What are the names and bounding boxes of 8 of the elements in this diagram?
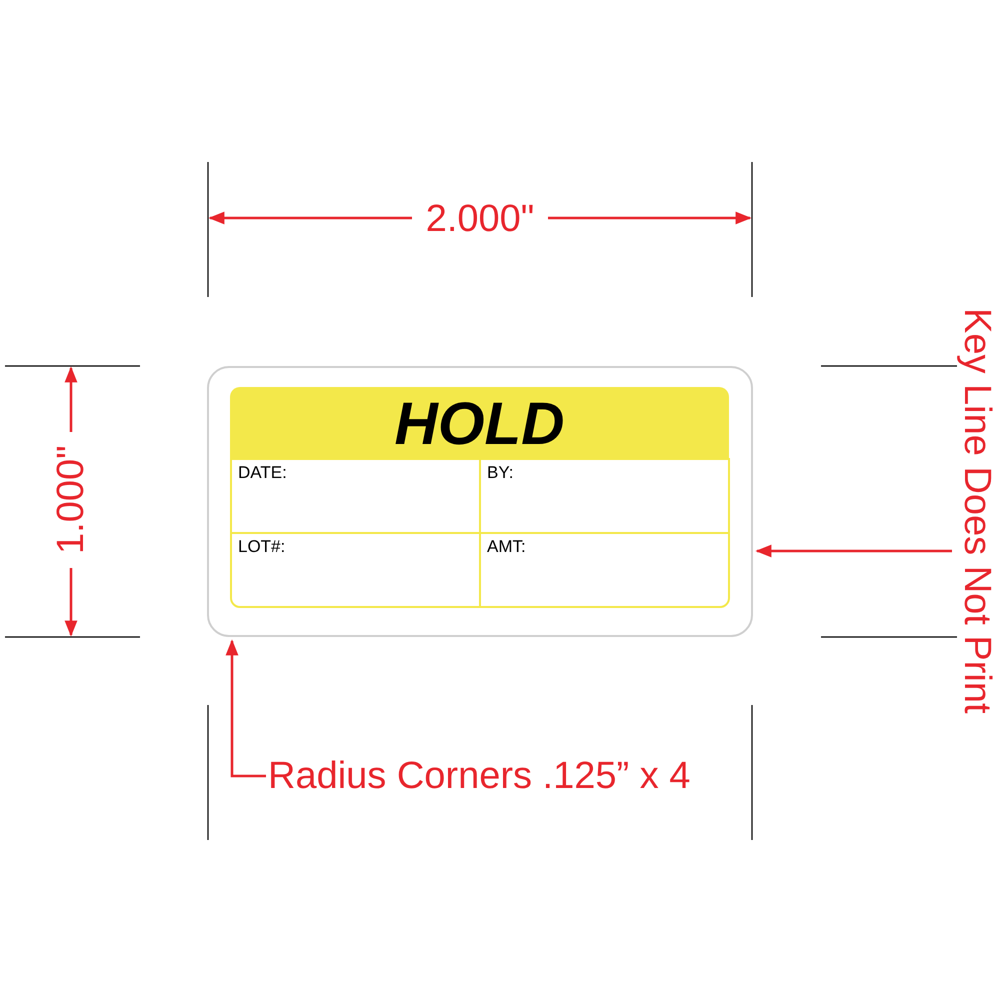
callout-text: Key Line Does Not Print [952,286,1000,736]
field-cell: AMT: [479,532,730,608]
arrow [226,639,266,778]
field-cell: LOT#: [230,532,481,608]
callout-text: Radius Corners .125” x 4 [268,752,728,800]
label-header: HOLD [230,387,729,460]
arrow [755,544,952,558]
key-line-outline [207,366,753,637]
